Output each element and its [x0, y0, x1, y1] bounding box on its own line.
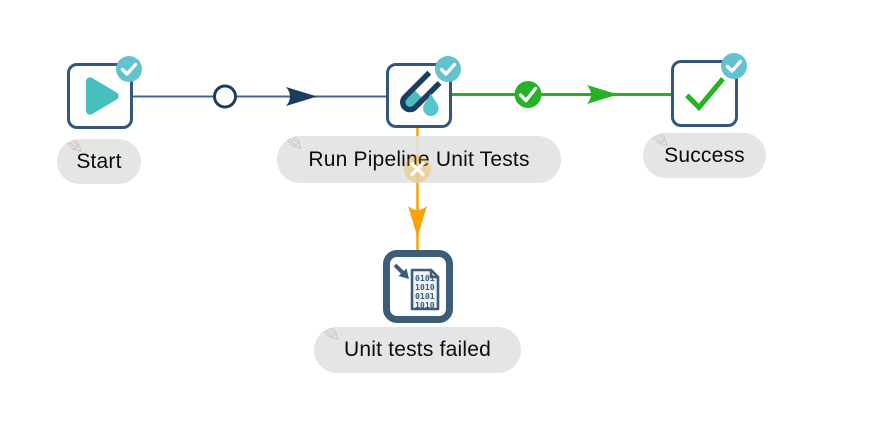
- hop-start-to-tests[interactable]: [133, 84, 386, 109]
- unconditional-hop-marker-icon[interactable]: [213, 84, 237, 109]
- binary-row: 0101: [415, 273, 435, 283]
- edit-pencil-icon: ✎: [648, 133, 671, 154]
- node-label-text: Success: [664, 143, 745, 167]
- arrowhead-icon: [587, 85, 618, 104]
- binary-row: 1010: [415, 282, 435, 292]
- check-icon: [439, 62, 457, 76]
- node-label-unit-tests-failed[interactable]: ✎ Unit tests failed: [314, 327, 521, 373]
- binary-row: 1010: [415, 300, 435, 310]
- node-label-success[interactable]: ✎ Success: [643, 133, 766, 178]
- node-label-start[interactable]: ✎ Start: [57, 139, 141, 184]
- node-label-text: Run Pipeline Unit Tests: [308, 147, 530, 171]
- binary-row: 0101: [415, 291, 435, 301]
- check-icon: [725, 59, 743, 73]
- node-run-pipeline-unit-tests[interactable]: [386, 56, 461, 128]
- success-hop-marker-icon[interactable]: [514, 81, 542, 108]
- node-success[interactable]: [671, 53, 747, 127]
- status-badge-checked: [116, 56, 142, 82]
- edit-pencil-icon: ✎: [282, 136, 305, 157]
- node-start[interactable]: [67, 56, 142, 129]
- edit-pencil-icon: ✎: [319, 327, 342, 348]
- status-badge-checked: [721, 53, 747, 79]
- test-tube-icon: [400, 70, 442, 116]
- check-icon: [120, 62, 138, 76]
- binary-file-icon: 0101 1010 0101 1010: [393, 263, 440, 310]
- node-label-text: Unit tests failed: [344, 338, 491, 361]
- checkmark-icon: [685, 77, 725, 112]
- node-label-run-pipeline-unit-tests[interactable]: ✎ Run Pipeline Unit Tests: [277, 136, 561, 183]
- edit-pencil-icon: ✎: [62, 139, 85, 160]
- arrowhead-icon: [408, 206, 427, 237]
- node-label-text: Start: [76, 149, 122, 173]
- status-badge-checked: [435, 56, 461, 82]
- hop-tests-to-success[interactable]: [452, 81, 671, 108]
- arrowhead-icon: [286, 87, 317, 106]
- node-unit-tests-failed[interactable]: 0101 1010 0101 1010: [383, 250, 453, 323]
- play-icon: [85, 77, 119, 115]
- check-icon: [518, 86, 538, 103]
